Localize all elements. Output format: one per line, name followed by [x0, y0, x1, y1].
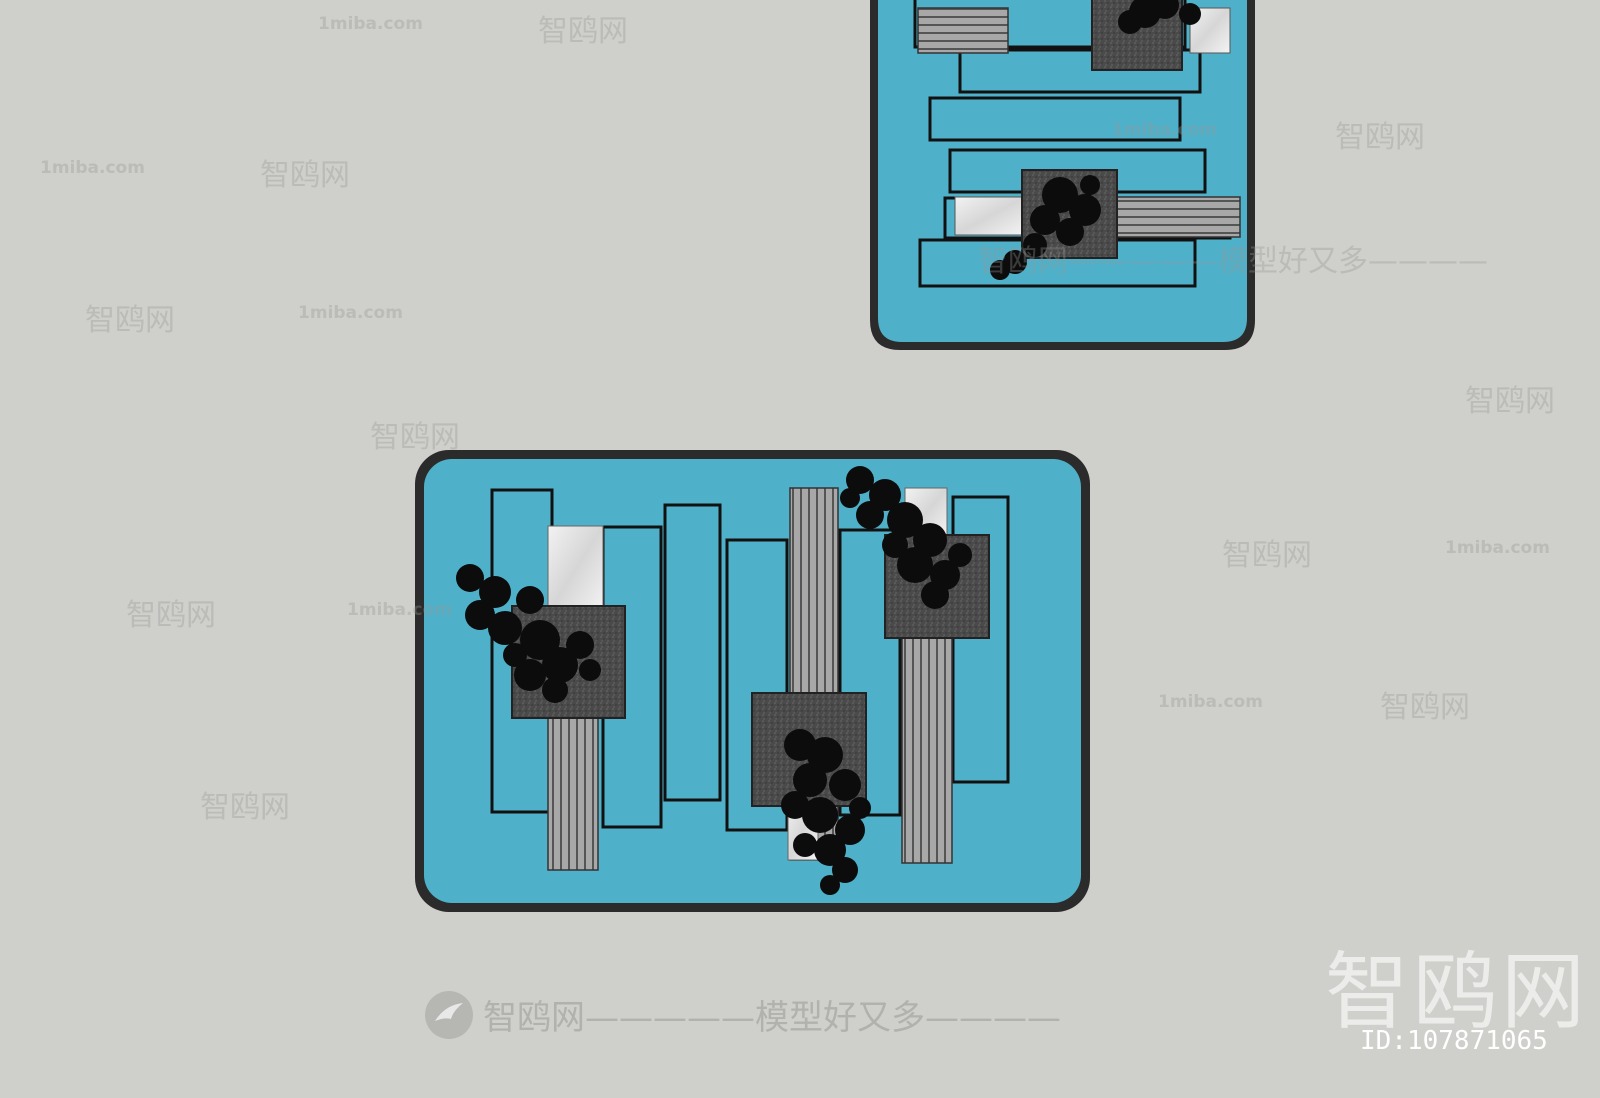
pool-top — [870, 0, 1255, 350]
tree-icon — [781, 729, 871, 895]
pool-main — [415, 450, 1090, 912]
tree-icon — [840, 466, 972, 609]
tree-icon — [990, 0, 1201, 280]
watermark-bottom-slogan: 智鸥网—————模型好又多———— — [425, 990, 1061, 1039]
bottom-slogan-text: 智鸥网—————模型好又多———— — [483, 998, 1061, 1038]
bird-logo-icon — [425, 990, 473, 1039]
tree-icon — [456, 564, 601, 703]
watermark-big-logo: 智鸥网 — [1325, 943, 1590, 1041]
model-id-label: ID:107871065 — [1360, 1026, 1548, 1056]
